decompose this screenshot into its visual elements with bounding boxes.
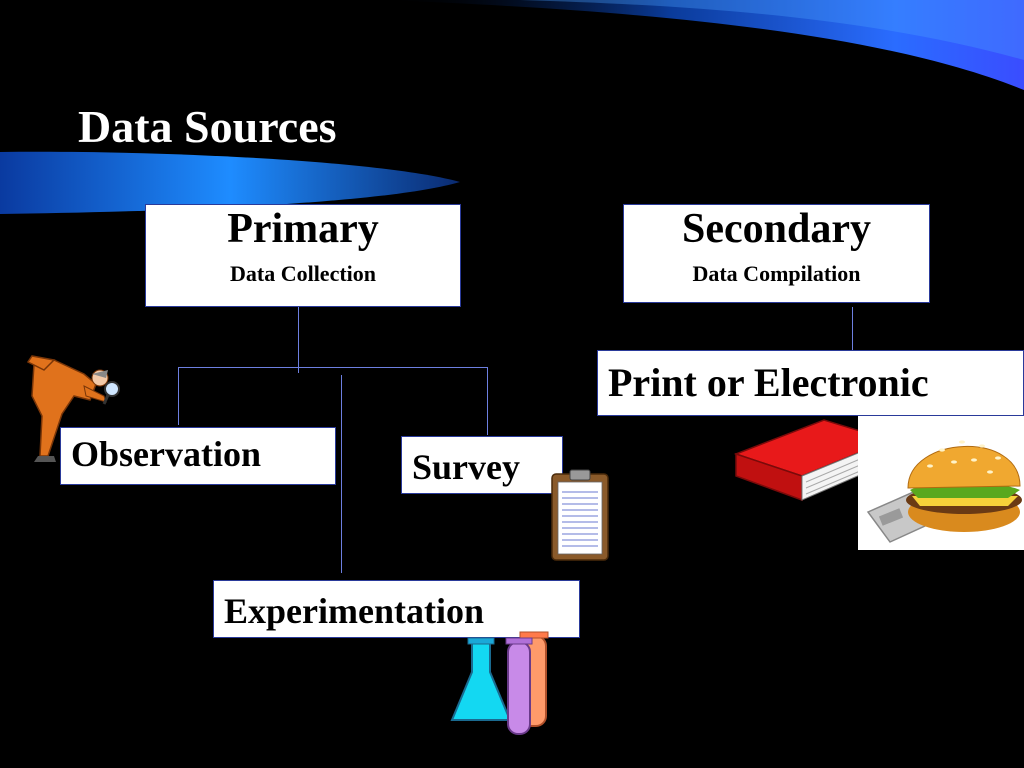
connector-primary-down bbox=[298, 307, 299, 373]
secondary-heading: Secondary bbox=[682, 206, 871, 252]
secondary-box: Secondary Data Compilation bbox=[623, 204, 930, 303]
primary-heading: Primary bbox=[227, 206, 379, 252]
connector-experimentation bbox=[341, 375, 342, 573]
inspector-with-magnifier-icon bbox=[26, 355, 120, 462]
primary-box: Primary Data Collection bbox=[145, 204, 461, 307]
connector-secondary-down bbox=[852, 307, 853, 350]
connector-observation bbox=[178, 367, 179, 425]
clipboard-icon bbox=[551, 469, 609, 561]
connector-survey bbox=[487, 367, 488, 435]
print-electronic-box: Print or Electronic bbox=[597, 350, 1024, 416]
hamburger-usb-drive-icon bbox=[858, 416, 1024, 550]
survey-box: Survey bbox=[401, 436, 563, 494]
secondary-subheading: Data Compilation bbox=[692, 261, 861, 286]
primary-subheading: Data Collection bbox=[229, 261, 377, 286]
connector-horizontal bbox=[178, 367, 488, 368]
observation-box: Observation bbox=[60, 427, 336, 485]
lab-glassware-icon bbox=[450, 631, 549, 735]
experimentation-box: Experimentation bbox=[213, 580, 580, 638]
page-title: Data Sources bbox=[78, 101, 337, 152]
